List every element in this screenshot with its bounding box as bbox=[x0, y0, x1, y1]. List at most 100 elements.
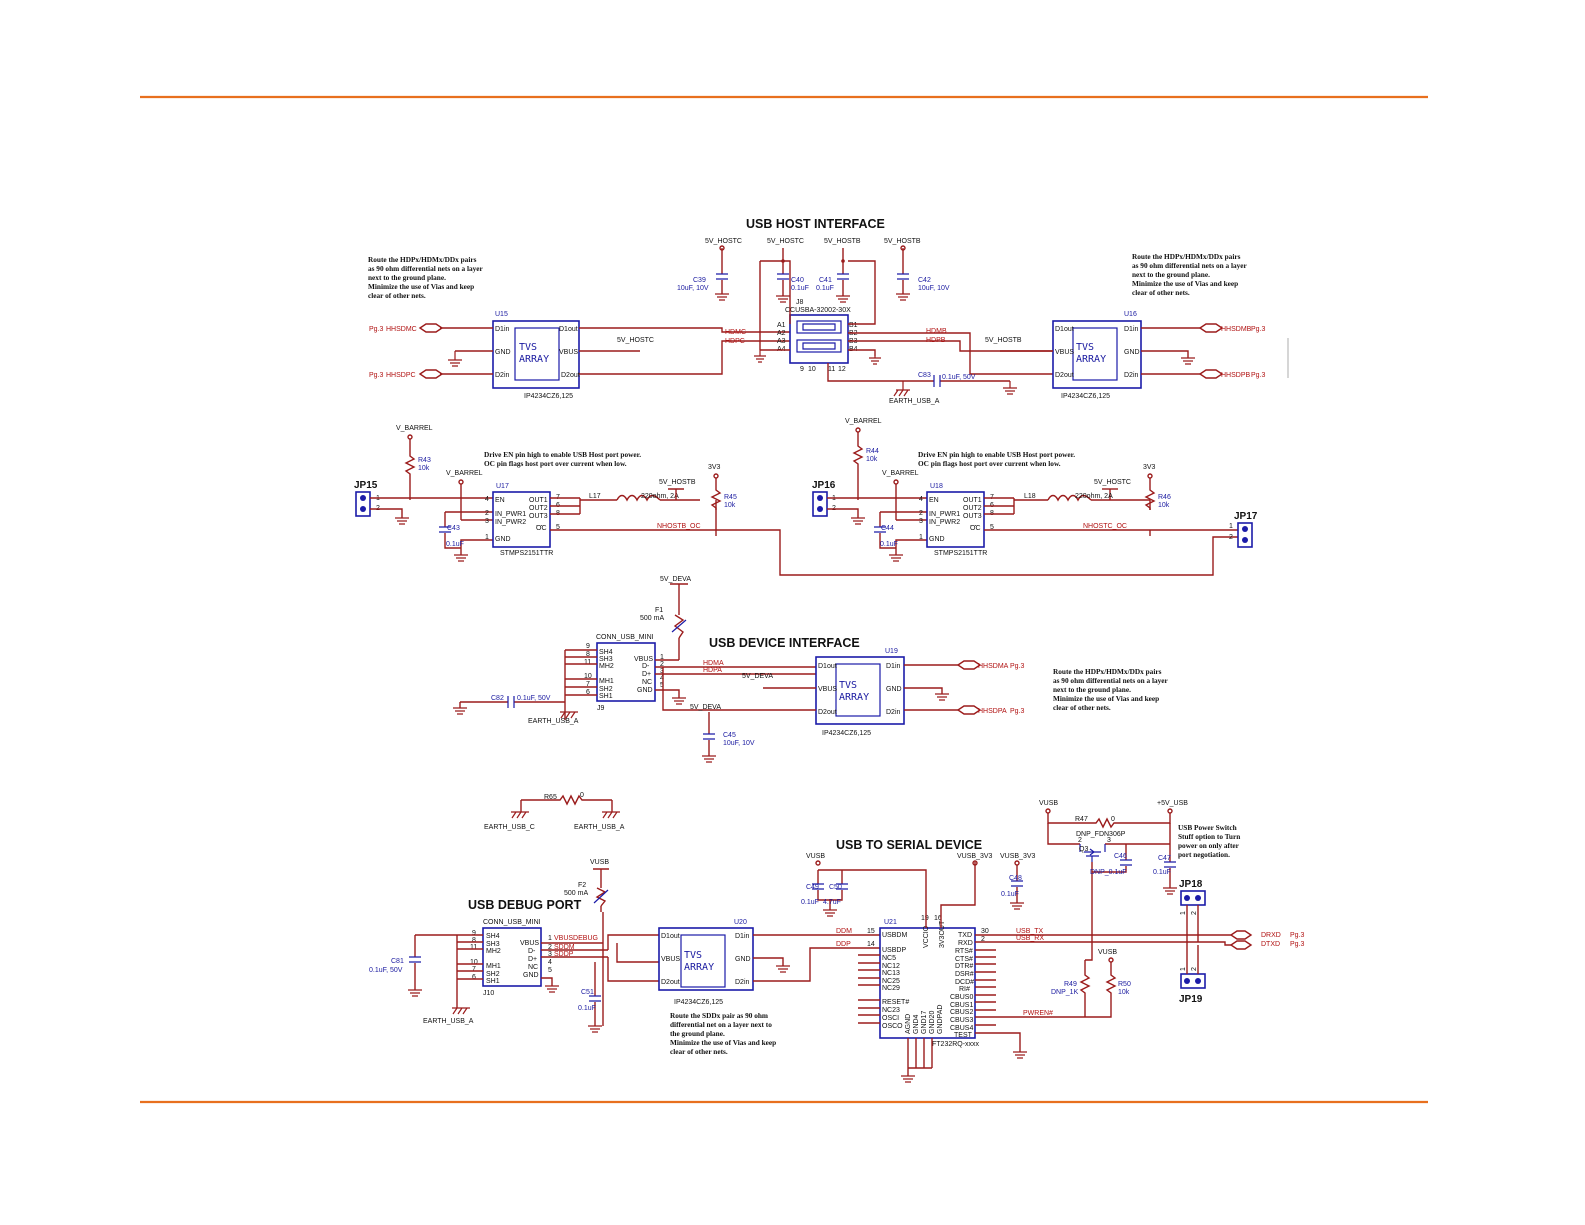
j10-usb-mini-connector: CONN_USB_MINI J10 SH4 SH3 MH2 MH1 SH2 SH… bbox=[470, 919, 552, 997]
c40-capacitor: 5V_HOSTC C40 0.1uF bbox=[767, 238, 809, 303]
svg-text:MH2: MH2 bbox=[486, 948, 501, 955]
hhsdmb-offpage-connector: HHSDMB Pg.3 bbox=[1198, 323, 1266, 333]
svg-text:D1out: D1out bbox=[818, 663, 837, 670]
svg-text:2: 2 bbox=[981, 936, 985, 943]
ground-symbol bbox=[754, 350, 766, 363]
u16-tvs-array: TVS ARRAY U16 IP4234CZ6,125 D1out VBUS D… bbox=[1052, 311, 1142, 400]
svg-text:USBDP: USBDP bbox=[882, 947, 906, 954]
note-route-sdd: Route the SDDx pair as 90 ohm differenti… bbox=[670, 1011, 776, 1056]
svg-text:J10: J10 bbox=[483, 990, 494, 997]
svg-text:clear of other nets.: clear of other nets. bbox=[670, 1047, 728, 1056]
title-usb-serial: USB TO SERIAL DEVICE bbox=[836, 838, 982, 852]
r49-resistor: R49 DNP_1K bbox=[1051, 960, 1091, 1017]
dtxd-offpage-connector: DTXD Pg.3 bbox=[1229, 940, 1305, 950]
svg-text:JP17: JP17 bbox=[1234, 511, 1258, 522]
svg-text:NC5: NC5 bbox=[882, 955, 896, 962]
c49-c50-capacitors bbox=[812, 883, 848, 890]
svg-text:as 90 ohm differential nets on: as 90 ohm differential nets on a layer bbox=[368, 264, 484, 273]
svg-text:GND17: GND17 bbox=[921, 1011, 928, 1034]
r43-resistor: V_BARREL R43 10k bbox=[396, 425, 433, 500]
title-usb-host: USB HOST INTERFACE bbox=[746, 217, 885, 231]
svg-text:9: 9 bbox=[586, 643, 590, 650]
svg-text:GND: GND bbox=[495, 536, 511, 543]
ground-symbol bbox=[901, 1075, 915, 1083]
svg-text:EN: EN bbox=[495, 497, 505, 504]
power-port bbox=[972, 860, 978, 866]
svg-text:GND4: GND4 bbox=[913, 1014, 920, 1034]
svg-text:MH1: MH1 bbox=[599, 678, 614, 685]
l17-value: 220ohm, 2A bbox=[641, 493, 679, 500]
ground-symbol bbox=[453, 707, 467, 715]
svg-text:IP4234CZ6,125: IP4234CZ6,125 bbox=[1061, 393, 1110, 400]
svg-text:D1out: D1out bbox=[661, 933, 680, 940]
svg-text:Route the SDDx pair as 90 ohm: Route the SDDx pair as 90 ohm bbox=[670, 1011, 768, 1020]
svg-text:CBUS2: CBUS2 bbox=[950, 1009, 973, 1016]
u19-wires bbox=[662, 664, 958, 711]
svg-text:DCD#: DCD# bbox=[955, 979, 974, 986]
svg-text:2: 2 bbox=[1229, 534, 1233, 541]
l18-label: L18 bbox=[1024, 493, 1036, 500]
svg-text:TVS: TVS bbox=[519, 342, 537, 353]
net-vbusdebug: VBUSDEBUG bbox=[554, 935, 598, 942]
svg-text:OUT1: OUT1 bbox=[963, 497, 982, 504]
note-power-switch: USB Power Switch Stuff option to Turn po… bbox=[1178, 823, 1240, 859]
svg-text:Pg.3: Pg.3 bbox=[1290, 941, 1305, 948]
svg-text:6: 6 bbox=[586, 689, 590, 696]
svg-text:D1in: D1in bbox=[735, 933, 750, 940]
svg-text:JP18: JP18 bbox=[1179, 879, 1203, 890]
svg-text:VBUS: VBUS bbox=[1055, 349, 1074, 356]
c47-capacitor: C47 0.1uF bbox=[1153, 855, 1177, 895]
svg-text:EARTH_USB_A: EARTH_USB_A bbox=[574, 824, 625, 831]
svg-text:10k: 10k bbox=[1158, 502, 1170, 509]
c49-label: C49 bbox=[806, 884, 819, 891]
svg-text:DTR#: DTR# bbox=[955, 963, 973, 970]
svg-text:RXD: RXD bbox=[958, 940, 973, 947]
c50-value: 4.7uF bbox=[823, 899, 841, 906]
svg-text:Stuff option to Turn: Stuff option to Turn bbox=[1178, 832, 1240, 841]
svg-text:HHSDMC: HHSDMC bbox=[386, 326, 417, 333]
svg-text:GND: GND bbox=[886, 686, 902, 693]
net-earth-usb-a-j9: EARTH_USB_A bbox=[528, 718, 579, 725]
jp16-wires bbox=[827, 497, 927, 518]
svg-text:3: 3 bbox=[660, 668, 664, 675]
svg-text:DTXD: DTXD bbox=[1261, 941, 1280, 948]
svg-text:A2: A2 bbox=[777, 330, 786, 337]
svg-text:11: 11 bbox=[584, 659, 591, 666]
svg-text:clear of other nets.: clear of other nets. bbox=[368, 291, 426, 300]
svg-text:A3: A3 bbox=[777, 338, 786, 345]
svg-text:RESET#: RESET# bbox=[882, 999, 909, 1006]
svg-text:1: 1 bbox=[485, 534, 489, 541]
svg-text:as 90 ohm differential nets on: as 90 ohm differential nets on a layer bbox=[1053, 676, 1169, 685]
jp17-jumper: JP17 1 2 bbox=[1229, 511, 1258, 548]
svg-text:Drive EN pin high to enable US: Drive EN pin high to enable USB Host por… bbox=[918, 450, 1075, 459]
svg-text:2: 2 bbox=[485, 510, 489, 517]
svg-text:OUT1: OUT1 bbox=[529, 497, 548, 504]
net-sddm: SDDM bbox=[554, 944, 575, 951]
svg-text:power on only after: power on only after bbox=[1178, 841, 1240, 850]
svg-text:U17: U17 bbox=[496, 483, 509, 490]
svg-text:IN_PWR1: IN_PWR1 bbox=[929, 511, 960, 518]
j9-signal-wires bbox=[655, 659, 816, 698]
svg-text:C46: C46 bbox=[1114, 853, 1127, 860]
svg-text:19: 19 bbox=[921, 915, 929, 922]
svg-text:DNP_0.1uF: DNP_0.1uF bbox=[1090, 869, 1127, 876]
net-earth-usb-a-j8: EARTH_USB_A bbox=[889, 398, 940, 405]
svg-text:GNDPAD: GNDPAD bbox=[937, 1005, 944, 1034]
jp18-jumper: JP18 1 2 bbox=[1179, 879, 1206, 915]
svg-text:OSCI: OSCI bbox=[882, 1015, 899, 1022]
svg-text:10k: 10k bbox=[866, 456, 878, 463]
power-port bbox=[1045, 808, 1051, 814]
svg-text:C39: C39 bbox=[693, 277, 706, 284]
note-drive-en-right: Drive EN pin high to enable USB Host por… bbox=[918, 450, 1075, 468]
svg-text:8: 8 bbox=[472, 937, 476, 944]
net-vusb-c49: VUSB bbox=[806, 853, 825, 860]
svg-text:500 mA: 500 mA bbox=[640, 615, 664, 622]
svg-text:V_BARREL: V_BARREL bbox=[396, 425, 433, 432]
svg-text:30: 30 bbox=[981, 928, 989, 935]
net-5v-hostc-u15: 5V_HOSTC bbox=[617, 337, 654, 344]
svg-text:2: 2 bbox=[919, 510, 923, 517]
ground-symbol bbox=[448, 351, 462, 367]
c44-capacitor bbox=[874, 526, 886, 533]
net-hdpc: HDPC bbox=[725, 338, 745, 345]
svg-text:next to the ground plane.: next to the ground plane. bbox=[368, 273, 446, 282]
